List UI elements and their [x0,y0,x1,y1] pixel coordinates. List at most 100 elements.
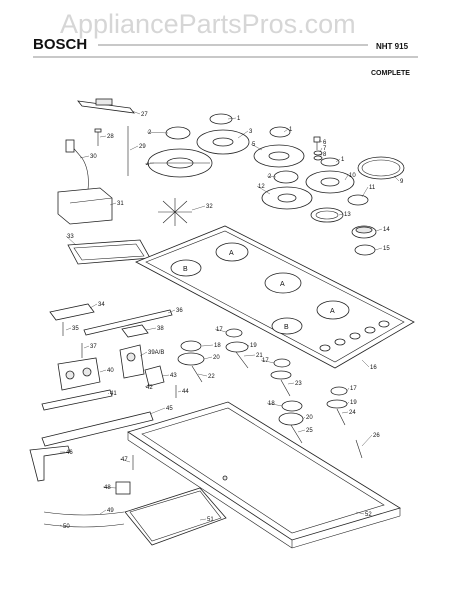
callout-leader [341,411,349,414]
callout-label: 51 [207,517,214,523]
callout-label: 32 [206,204,213,210]
callout-label: 49 [107,508,114,514]
callout-label: 10 [349,173,356,179]
callout-label: 17 [350,386,357,392]
callout-label: 3 [249,129,253,135]
burner-cap-2 [165,126,191,140]
rail-45 [41,411,154,447]
callout-leader [266,175,277,178]
callout-leader [361,359,370,368]
burner-base-5 [253,144,305,168]
callout-label: 19 [350,400,357,406]
callout-leader [287,382,295,385]
callout-leader [374,247,383,251]
callout-leader [355,511,365,515]
callout-label: 13 [344,212,351,218]
callout-leader [177,390,182,393]
burner-cap-17c [330,386,348,396]
callout-label: 23 [295,381,302,387]
callout-leader [139,351,148,357]
burner-cap-small-1 [209,113,233,125]
callout-leader [227,117,237,120]
callout-leader [119,458,131,463]
grate-33 [67,239,151,265]
callout-label: 40 [107,368,114,374]
callout-leader [247,344,250,348]
callout-label: 14 [383,227,390,233]
section-title: COMPLETE [371,70,410,77]
screw-28 [94,128,102,146]
knob-14 [351,225,377,239]
callout-label: 18 [214,343,221,349]
callout-leader [201,344,214,347]
callout-label: 47 [121,457,128,463]
callout-leader [65,327,72,331]
burner-cap-17a [225,328,243,338]
zone-circle-B2: B [271,317,303,335]
callout-leader [344,174,349,181]
callout-leader [89,303,98,309]
ring-9 [357,156,405,180]
callout-label: 20 [213,355,220,361]
callout-leader [99,369,107,373]
callout-label: 52 [365,512,372,518]
callout-label: 19 [250,343,257,349]
callout-leader [346,401,350,405]
valve-assembly-40 [57,357,101,391]
burner-base-10 [305,170,355,194]
callout-leader [167,309,176,314]
callout-leader [161,374,170,377]
callout-label: 43 [170,373,177,379]
callout-leader [203,356,213,360]
callout-label: 15 [383,246,390,252]
callout-label: 21 [256,353,263,359]
tube-24 [336,408,346,426]
bracket-46 [29,445,71,482]
callout-leader [266,402,283,407]
tube-26 [355,439,363,459]
model-number: NHT 915 [376,42,409,51]
callout-label: 2 [148,130,152,136]
bracket-42-43 [144,365,165,387]
burner-cup-20b [278,412,304,426]
burner-cap-18b [281,400,303,412]
burner-cap-2b [273,170,299,184]
callout-leader [191,205,206,211]
burner-base-3 [196,129,250,155]
bar-36 [83,309,173,336]
callout-label: 37 [90,344,97,350]
burner-cap-small-1b [269,126,291,138]
callout-leader [149,407,166,415]
callout-leader [197,373,208,377]
callout-leader [144,162,155,165]
igniter-48 [115,481,131,495]
clip-34 [49,303,95,321]
callout-label: 4 [146,162,150,168]
callout-label: 33 [67,234,74,240]
callout-leader [250,143,263,151]
callout-label: 34 [98,302,105,308]
callout-leader [145,327,157,331]
callout-leader [302,416,306,420]
callout-label: 29 [139,144,146,150]
zone-label-a2: A [280,281,285,288]
callout-leader [319,153,323,158]
callout-leader [146,131,169,134]
callout-leader [237,130,249,139]
zone-circle-A3: A [316,300,350,320]
callout-label: 45 [166,406,173,412]
callout-label: 7 [323,146,327,152]
callout-label: 16 [370,365,377,371]
callout-label: 39A/B [148,350,164,356]
burner-cup-19c [326,399,348,409]
callout-label: 42 [146,385,153,391]
zone-circle-A1: A [215,242,249,262]
zone-label-b2: B [284,324,289,331]
callout-label: 17 [262,358,269,364]
callout-leader [107,392,110,395]
callout-label: 1 [341,157,345,163]
burner-cap-18a [180,340,202,352]
callout-label: 1 [289,127,293,133]
callout-leader [256,185,271,195]
